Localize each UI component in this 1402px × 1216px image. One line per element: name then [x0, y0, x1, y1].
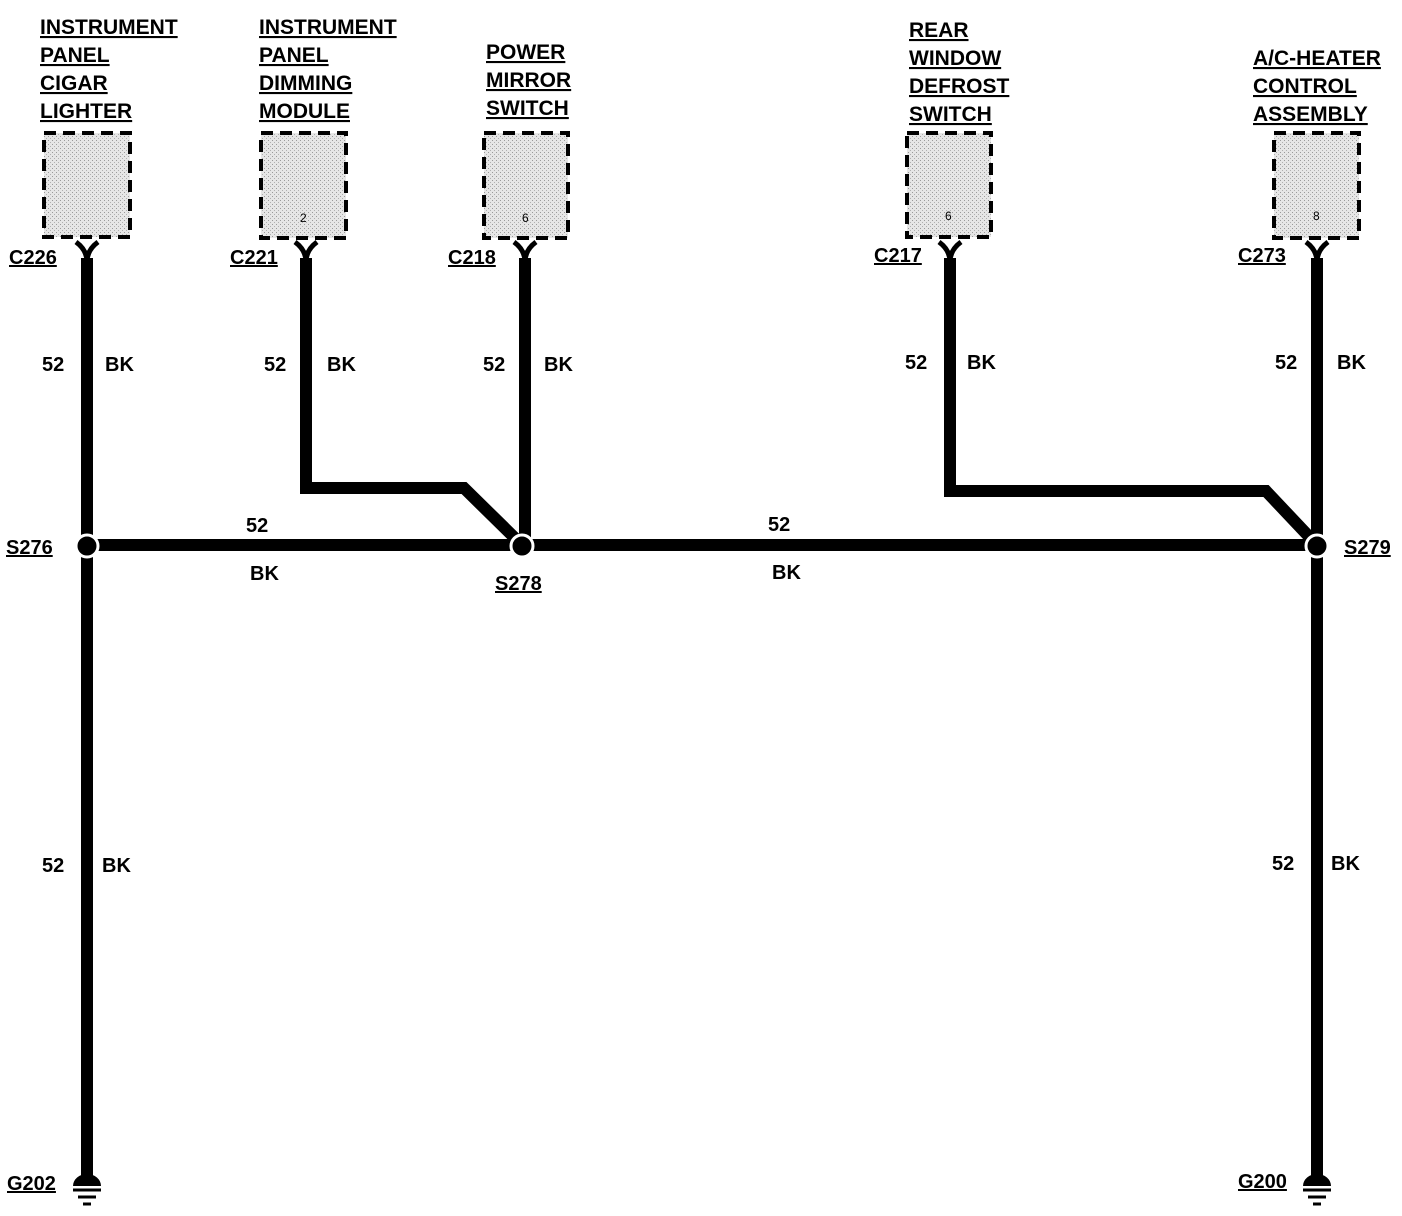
svg-text:POWER: POWER	[486, 41, 565, 64]
color-label: BK	[102, 855, 131, 877]
svg-text:SWITCH: SWITCH	[909, 103, 992, 126]
color-label: BK	[327, 354, 356, 376]
svg-text:WINDOW: WINDOW	[909, 47, 1001, 70]
splice-label-s278: S278	[495, 573, 542, 595]
pin-number-acheater: 8	[1313, 209, 1320, 223]
color-label: BK	[1331, 853, 1360, 875]
splice-label-s276: S276	[6, 537, 53, 559]
color-label: BK	[1337, 352, 1366, 374]
circuit-label: 52	[42, 855, 64, 877]
splice-dot-s279	[1304, 533, 1330, 559]
svg-text:DEFROST: DEFROST	[909, 75, 1010, 98]
component-title-dimming: INSTRUMENT PANEL DIMMING MODULE	[259, 16, 397, 123]
ground-symbol-g202	[73, 1174, 101, 1206]
circuit-label: 52	[905, 352, 927, 374]
svg-text:REAR: REAR	[909, 19, 969, 42]
ground-symbol-g200	[1303, 1174, 1331, 1206]
svg-text:SWITCH: SWITCH	[486, 97, 569, 120]
component-title-mirror: POWER MIRROR SWITCH	[486, 41, 571, 120]
circuit-label: 52	[264, 354, 286, 376]
color-label: BK	[967, 352, 996, 374]
color-label: BK	[772, 562, 801, 584]
color-label: BK	[544, 354, 573, 376]
circuit-label: 52	[768, 514, 790, 536]
component-title-defrost: REAR WINDOW DEFROST SWITCH	[909, 19, 1010, 126]
connector-label-c273: C273	[1238, 245, 1286, 267]
svg-text:ASSEMBLY: ASSEMBLY	[1253, 103, 1368, 126]
ground-label-g202: G202	[7, 1173, 56, 1195]
color-label: BK	[105, 354, 134, 376]
circuit-label: 52	[483, 354, 505, 376]
component-title-acheater: A/C-HEATER CONTROL ASSEMBLY	[1253, 47, 1381, 126]
circuit-label: 52	[1275, 352, 1297, 374]
svg-text:INSTRUMENT: INSTRUMENT	[40, 16, 178, 39]
component-box-dimming	[259, 131, 348, 240]
pin-number-mirror: 6	[522, 211, 529, 225]
svg-text:CIGAR: CIGAR	[40, 72, 108, 95]
splice-dot-s276	[74, 533, 100, 559]
color-label: BK	[250, 563, 279, 585]
svg-text:PANEL: PANEL	[259, 44, 329, 67]
connector-label-c221: C221	[230, 247, 278, 269]
circuit-label: 52	[42, 354, 64, 376]
circuit-label: 52	[1272, 853, 1294, 875]
wire-dimming-to-s278	[300, 258, 527, 550]
svg-text:MODULE: MODULE	[259, 100, 350, 123]
component-box-cigar	[42, 131, 132, 239]
component-box-defrost	[905, 131, 993, 239]
ground-label-g200: G200	[1238, 1171, 1287, 1193]
component-box-acheater	[1272, 131, 1361, 240]
svg-text:PANEL: PANEL	[40, 44, 110, 67]
connector-label-c217: C217	[874, 245, 922, 267]
svg-text:CONTROL: CONTROL	[1253, 75, 1357, 98]
component-box-mirror	[482, 131, 570, 240]
splice-dot-s278	[509, 533, 535, 559]
svg-text:A/C-HEATER: A/C-HEATER	[1253, 47, 1381, 70]
pin-number-defrost: 6	[945, 209, 952, 223]
connector-label-c226: C226	[9, 247, 57, 269]
pin-number-dimming: 2	[300, 211, 307, 225]
wire-labels: 52 BK 52 BK 52 BK 52 BK 52 BK 52 BK 52 B…	[42, 352, 1366, 877]
svg-text:INSTRUMENT: INSTRUMENT	[259, 16, 397, 39]
circuit-label: 52	[246, 515, 268, 537]
svg-text:LIGHTER: LIGHTER	[40, 100, 132, 123]
wire-defrost-to-s279	[944, 258, 1322, 550]
splice-label-s279: S279	[1344, 537, 1391, 559]
svg-text:DIMMING: DIMMING	[259, 72, 352, 95]
component-title-cigar: INSTRUMENT PANEL CIGAR LIGHTER	[40, 16, 178, 123]
svg-text:MIRROR: MIRROR	[486, 69, 571, 92]
connector-label-c218: C218	[448, 247, 496, 269]
